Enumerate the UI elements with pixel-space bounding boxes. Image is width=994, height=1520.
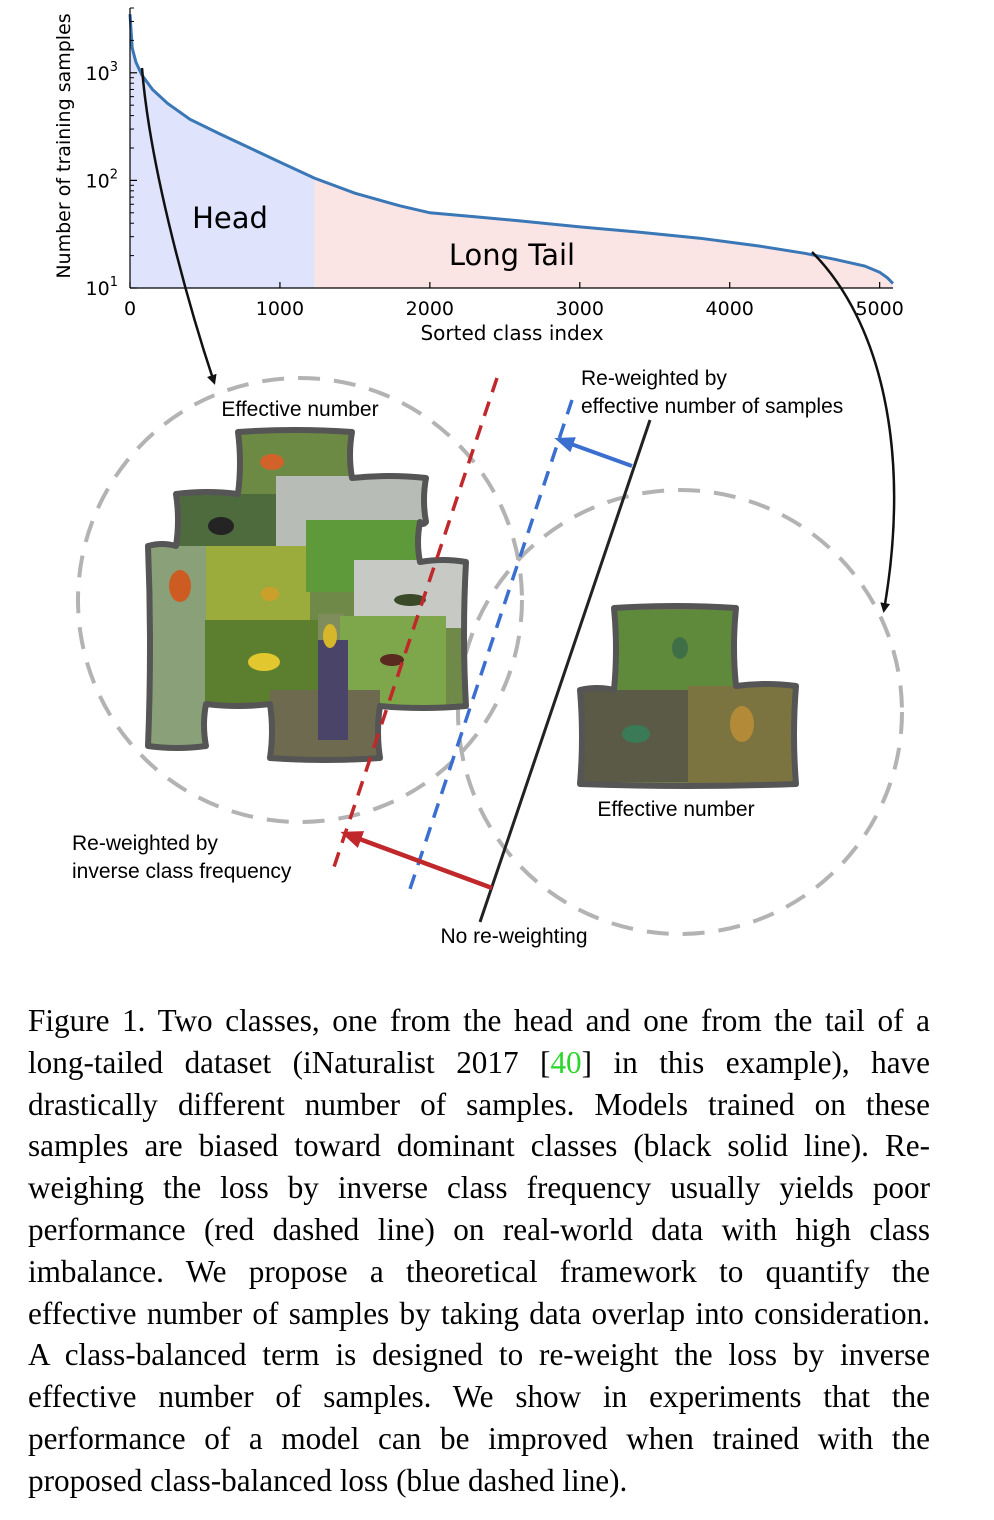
- tail-image-cluster: [577, 603, 799, 789]
- red-shift-arrow: [340, 831, 493, 891]
- blue-shift-arrow: [554, 437, 633, 468]
- tail-class-circle: [456, 488, 904, 936]
- head-blob-outline: [145, 427, 469, 763]
- x-tick-label: 4000: [706, 298, 754, 320]
- x-ticks: 0 1000 2000 3000 4000 5000: [124, 282, 904, 320]
- region-label-head: Head: [192, 201, 268, 235]
- region-label-long-tail: Long Tail: [449, 238, 575, 272]
- bird: [323, 624, 337, 648]
- bird: [394, 594, 426, 606]
- y-tick-label: 102: [86, 167, 118, 192]
- x-tick-label: 1000: [256, 298, 304, 320]
- tail-effective-number-label: Effective number: [597, 798, 754, 821]
- head-region: [130, 14, 315, 288]
- y-tick-label: 101: [86, 275, 118, 300]
- reweight-inverse-label-2: inverse class frequency: [72, 860, 292, 883]
- head-class-circle: [76, 376, 524, 824]
- bird-photo: [206, 546, 310, 626]
- bird: [622, 725, 650, 743]
- x-axis-label: Sorted class index: [420, 321, 603, 345]
- bird: [248, 653, 280, 671]
- reweight-effective-label-2: effective number of samples: [581, 395, 843, 418]
- bird: [672, 637, 688, 659]
- y-axis-label: Number of training samples: [53, 13, 75, 278]
- figure: 0 1000 2000 3000 4000 5000 103 102 101 Head Lon…: [53, 7, 904, 948]
- caption-text-end: ] in this example), have drastically dif…: [28, 1044, 930, 1498]
- bird: [169, 570, 191, 602]
- reweight-inverse-label-1: Re-weighted by: [72, 832, 218, 855]
- class-diagram: Effective number Effective number Re-wei…: [72, 67, 904, 948]
- no-reweighting-boundary: [478, 419, 652, 923]
- bird: [380, 654, 404, 666]
- tail-region: [314, 178, 893, 288]
- long-tail-chart: 0 1000 2000 3000 4000 5000 103 102 101 Head Lon…: [53, 7, 904, 345]
- bird: [730, 706, 754, 742]
- effective-number-boundary: [406, 399, 574, 896]
- series-line: [128, 14, 895, 285]
- bird-photo: [318, 640, 348, 740]
- x-tick-label: 3000: [556, 298, 604, 320]
- head-curve-arrow: [140, 67, 217, 385]
- y-ticks: 103 102 101: [86, 7, 137, 300]
- bird: [261, 587, 279, 601]
- citation-link[interactable]: 40: [550, 1044, 582, 1080]
- bird: [260, 454, 284, 470]
- inverse-frequency-boundary: [331, 377, 499, 871]
- y-tick-label: 103: [86, 60, 118, 85]
- head-effective-number-label: Effective number: [221, 398, 378, 421]
- x-tick-label: 2000: [406, 298, 454, 320]
- tail-blob-outline: [577, 603, 799, 789]
- head-image-cluster: [145, 427, 469, 763]
- figure-caption: Figure 1. Two classes, one from the head…: [28, 1000, 930, 1502]
- bird: [208, 517, 234, 535]
- x-tick-label: 5000: [855, 298, 903, 320]
- x-tick-label: 0: [124, 298, 136, 320]
- tail-curve-arrow: [811, 251, 896, 613]
- reweight-effective-label-1: Re-weighted by: [581, 367, 727, 390]
- caption-text-start: Figure 1. Two classes, one from the head…: [28, 1003, 930, 1080]
- no-reweighting-label: No re-weighting: [440, 925, 587, 948]
